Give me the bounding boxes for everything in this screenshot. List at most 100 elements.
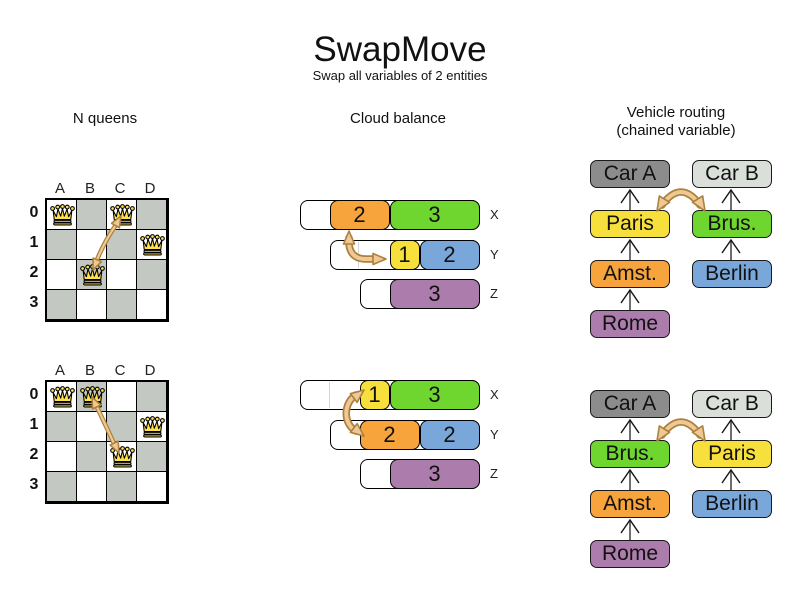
row-digit: 0 (29, 204, 39, 221)
board-cell (47, 200, 77, 230)
section-title-cloud: Cloud balance (350, 110, 446, 127)
tray-label: X (490, 207, 499, 222)
board-cell (107, 382, 137, 412)
chain-arrow (620, 188, 741, 310)
board-cell (47, 472, 77, 502)
vehicle-node-car-b: Car B (692, 390, 772, 418)
board-before-row-digits: 0 1 2 3 (26, 198, 42, 318)
tray-label: Z (490, 286, 498, 301)
cloud-block: 2 (419, 239, 480, 270)
tray-label: Y (490, 247, 499, 262)
queen-icon (47, 382, 77, 412)
board-cell (107, 230, 137, 260)
col-letter: D (144, 362, 156, 379)
row-digit: 2 (29, 264, 39, 281)
vehicle-node-paris: Paris (692, 440, 772, 468)
board-cell (77, 230, 107, 260)
vehicle-node-paris: Paris (590, 210, 670, 238)
cloud-block: 2 (329, 199, 390, 230)
board-cell (47, 412, 77, 442)
board-cell (137, 290, 167, 320)
col-letter: B (84, 362, 95, 379)
board-cell (47, 290, 77, 320)
cloud-tray-x-after: 1 3 (300, 379, 480, 410)
board-cell (107, 260, 137, 290)
vehicle-node-car-b: Car B (692, 160, 772, 188)
tray-label: Z (490, 466, 498, 481)
cloud-tray-x-before: 2 3 (300, 199, 480, 230)
cloud-block: 3 (389, 379, 480, 410)
board-cell (47, 230, 77, 260)
board-cell (77, 412, 107, 442)
board-cell (137, 412, 167, 442)
board-cell (107, 290, 137, 320)
chessboard-after (45, 380, 169, 504)
col-letter: A (54, 180, 65, 197)
row-digit: 0 (29, 386, 39, 403)
vehicle-node-rome: Rome (590, 540, 670, 568)
board-before-column-letters: A B C D (45, 180, 165, 197)
col-letter: C (114, 180, 126, 197)
chain-arrow (620, 418, 741, 540)
col-letter: D (144, 180, 156, 197)
page-subtitle: Swap all variables of 2 entities (312, 68, 488, 83)
vehicle-node-amsterdam: Amst. (590, 490, 670, 518)
queen-icon (77, 382, 107, 412)
vehicle-title-line: Vehicle routing (626, 104, 726, 121)
board-cell (137, 260, 167, 290)
queen-icon (107, 442, 137, 472)
col-letter: C (114, 362, 126, 379)
cloud-tray-z-after: 3 (360, 458, 480, 489)
board-after-column-letters: A B C D (45, 362, 165, 379)
board-cell (137, 442, 167, 472)
vehicle-node-brussels: Brus. (692, 210, 772, 238)
board-cell (107, 472, 137, 502)
vehicle-node-car-a: Car A (590, 390, 670, 418)
cloud-block: 1 (359, 379, 390, 410)
col-letter: A (54, 362, 65, 379)
board-cell (137, 200, 167, 230)
cloud-tray-y-after: 2 2 (330, 419, 480, 450)
board-cell (77, 200, 107, 230)
board-cell (137, 230, 167, 260)
col-letter: B (84, 180, 95, 197)
queen-icon (137, 230, 167, 260)
queen-icon (47, 200, 77, 230)
board-after-row-digits: 0 1 2 3 (26, 380, 42, 500)
board-cell (107, 442, 137, 472)
tray-slot-line (358, 242, 359, 268)
row-digit: 1 (29, 416, 39, 433)
board-cell (107, 200, 137, 230)
board-cell (47, 260, 77, 290)
vehicle-node-berlin: Berlin (692, 490, 772, 518)
board-cell (47, 442, 77, 472)
board-cell (137, 382, 167, 412)
board-cell (77, 290, 107, 320)
board-cell (47, 382, 77, 412)
cloud-tray-z-before: 3 (360, 278, 480, 309)
tray-label: Y (490, 427, 499, 442)
queen-icon (77, 260, 107, 290)
section-title-vehicle: Vehicle routing (chained variable) (576, 104, 776, 140)
vehicle-node-amsterdam: Amst. (590, 260, 670, 288)
board-cell (77, 472, 107, 502)
cloud-block: 3 (389, 458, 480, 489)
vehicle-node-rome: Rome (590, 310, 670, 338)
cloud-block: 1 (389, 239, 420, 270)
queen-icon (137, 412, 167, 442)
row-digit: 2 (29, 446, 39, 463)
cloud-block: 3 (389, 199, 480, 230)
cloud-tray-y-before: 1 2 (330, 239, 480, 270)
section-title-nqueens: N queens (72, 110, 138, 127)
cloud-block: 2 (419, 419, 480, 450)
row-digit: 1 (29, 234, 39, 251)
row-digit: 3 (29, 476, 39, 493)
queen-icon (107, 200, 137, 230)
tray-slot-line (329, 382, 330, 408)
vehicle-node-berlin: Berlin (692, 260, 772, 288)
row-digit: 3 (29, 294, 39, 311)
vehicle-node-brussels: Brus. (590, 440, 670, 468)
page-title: SwapMove (313, 30, 487, 69)
vehicle-subtitle-line: (chained variable) (616, 122, 736, 139)
